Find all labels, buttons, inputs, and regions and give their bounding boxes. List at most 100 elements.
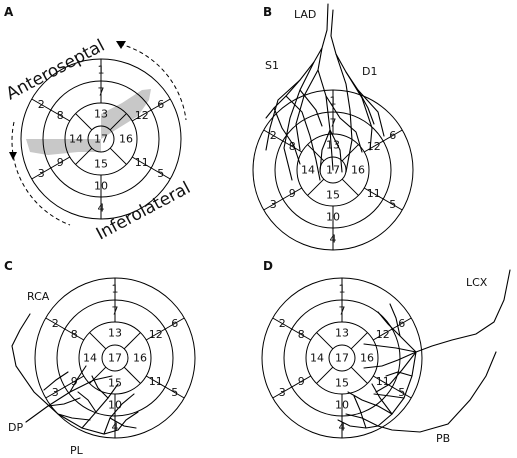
panel-b-segment-label: 2 xyxy=(270,129,277,142)
panel-d-spoke-outer xyxy=(272,317,312,341)
panel-b-segment-label: 16 xyxy=(351,164,365,177)
panel-c-vessel-rca: RCA xyxy=(27,290,50,303)
panel-c-segment-label: 8 xyxy=(71,328,78,341)
panel-a-spoke-outer xyxy=(31,98,71,122)
panel-d-segment-label: 10 xyxy=(335,399,349,412)
panel-c-segment-label: 9 xyxy=(71,375,78,388)
panel-a-segment-label: 15 xyxy=(94,158,108,171)
panel-d-segment-label: 3 xyxy=(279,386,286,399)
panel-b-segment-label: 5 xyxy=(389,198,396,211)
panel-d-spoke-inner xyxy=(316,332,334,350)
panel-a-spoke-inner xyxy=(109,113,127,131)
panel-d-spoke-inner xyxy=(350,332,368,350)
panel-c-spoke-inner xyxy=(123,366,141,384)
panel-b-spoke-outer xyxy=(363,187,403,211)
panel-c-segment-label: 14 xyxy=(83,352,97,365)
panel-b-vessel-d1: D1 xyxy=(362,65,377,78)
panel-a-segment-label: 4 xyxy=(98,202,105,215)
panel-d-spoke-outer xyxy=(272,375,312,399)
panel-b-segment-label: 10 xyxy=(326,211,340,224)
panel-a-wall-bottom: Inferolateral xyxy=(93,178,194,244)
panel-a-arrowhead-lower xyxy=(9,152,17,160)
panel-d-segment-label: 17 xyxy=(335,352,349,365)
panel-a-segment-label: 12 xyxy=(135,109,149,122)
panel-b-letter: B xyxy=(263,5,272,19)
panel-a-shade-inferoseptal xyxy=(26,139,101,155)
panel-c-segment-label: 7 xyxy=(112,305,119,318)
panel-b-segment-label: 7 xyxy=(330,117,337,130)
panel-b-segment-label: 6 xyxy=(389,129,396,142)
panel-a-segment-label: 7 xyxy=(98,86,105,99)
panel-c-segment-label: 6 xyxy=(171,317,178,330)
panel-c-segment-label: 1 xyxy=(112,283,119,296)
panel-d-segment-label: 5 xyxy=(398,386,405,399)
panel-c-segment-label: 4 xyxy=(112,421,119,434)
panel-a-spoke-outer xyxy=(131,156,171,180)
panel-a-segment-label: 16 xyxy=(119,133,133,146)
panel-b-spoke-inner xyxy=(341,144,359,162)
panel-c-spoke-outer xyxy=(145,375,185,399)
panel-b-segment-label: 14 xyxy=(301,164,315,177)
panel-d-segment-label: 14 xyxy=(310,352,324,365)
panel-d-segment-label: 1 xyxy=(339,283,346,296)
panel-c-segment-label: 12 xyxy=(149,328,163,341)
panel-a-segment-label: 11 xyxy=(135,156,149,169)
panel-c-vessel-dp: DP xyxy=(8,421,23,434)
panel-a-segment-label: 1 xyxy=(98,64,105,77)
panel-b-vessel-s1: S1 xyxy=(265,59,279,72)
panel-a-ring-1 xyxy=(87,125,115,153)
panel-b-segment-label: 8 xyxy=(289,140,296,153)
panel-c-spoke-outer xyxy=(145,317,185,341)
panel-b-segment-label: 12 xyxy=(367,140,381,153)
panel-b-spoke-inner xyxy=(341,178,359,196)
panel-a-segment-label: 10 xyxy=(94,180,108,193)
panel-b-segment-label: 15 xyxy=(326,189,340,202)
panel-a-segment-label: 9 xyxy=(57,156,64,169)
panel-a-segment-label: 17 xyxy=(94,133,108,146)
panel-b-spoke-outer xyxy=(263,187,303,211)
panel-d-segment-label: 11 xyxy=(376,375,390,388)
panel-c-segment-label: 11 xyxy=(149,375,163,388)
panel-c-segment-label: 2 xyxy=(52,317,59,330)
panel-a-spoke-outer xyxy=(31,156,71,180)
panel-b-artery-tree xyxy=(265,3,385,181)
panel-d-vessel-lcx: LCX xyxy=(466,276,488,289)
panel-a-segment-label: 2 xyxy=(38,98,45,111)
panel-b-segment-label: 3 xyxy=(270,198,277,211)
panel-a-arrow-upper xyxy=(119,43,187,121)
panel-c-segment-label: 3 xyxy=(52,386,59,399)
panel-d-spoke-inner xyxy=(350,366,368,384)
panel-c-spoke-inner xyxy=(123,332,141,350)
panel-a-segment-label: 8 xyxy=(57,109,64,122)
panel-a-segment-label: 6 xyxy=(157,98,164,111)
panel-d-segment-label: 8 xyxy=(298,328,305,341)
panel-c-letter: C xyxy=(4,259,13,273)
panel-b-segment-label: 9 xyxy=(289,187,296,200)
panel-c-artery-tree xyxy=(11,313,139,435)
panel-b-segment-label: 1 xyxy=(330,95,337,108)
panel-b-spoke-outer xyxy=(263,129,303,153)
panel-c-spoke-outer xyxy=(45,317,85,341)
panel-c-segment-label: 13 xyxy=(108,327,122,340)
panel-a-arrow-lower xyxy=(11,121,71,226)
panel-d-segment-label: 4 xyxy=(339,421,346,434)
panel-d-segment-label: 7 xyxy=(339,305,346,318)
panel-a-segment-label: 14 xyxy=(69,133,83,146)
panel-a-arrowhead-upper xyxy=(116,41,126,49)
panel-c-segment-label: 15 xyxy=(108,377,122,390)
panel-c-segment-label: 17 xyxy=(108,352,122,365)
panel-d-letter: D xyxy=(263,259,273,273)
panel-d-segment-label: 13 xyxy=(335,327,349,340)
panel-b-segment-label: 11 xyxy=(367,187,381,200)
panel-d-spoke-inner xyxy=(316,366,334,384)
panel-d-segment-label: 9 xyxy=(298,375,305,388)
panel-b-spoke-inner xyxy=(307,178,325,196)
panel-d-ring-1 xyxy=(328,344,356,372)
panel-c-spoke-inner xyxy=(89,332,107,350)
